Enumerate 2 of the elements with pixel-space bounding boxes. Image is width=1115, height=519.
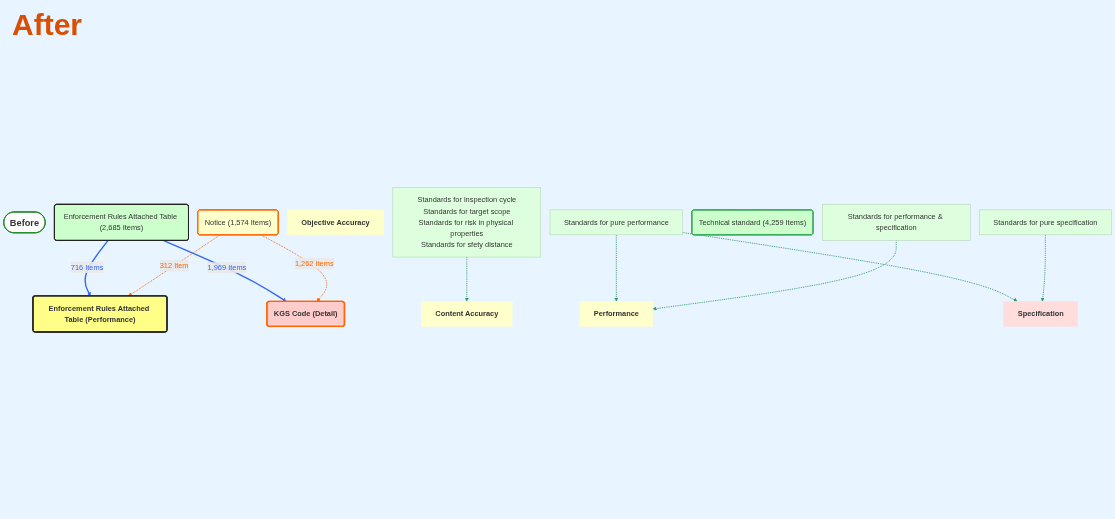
arrow xyxy=(162,239,287,302)
outlined-label: After xyxy=(12,8,82,42)
